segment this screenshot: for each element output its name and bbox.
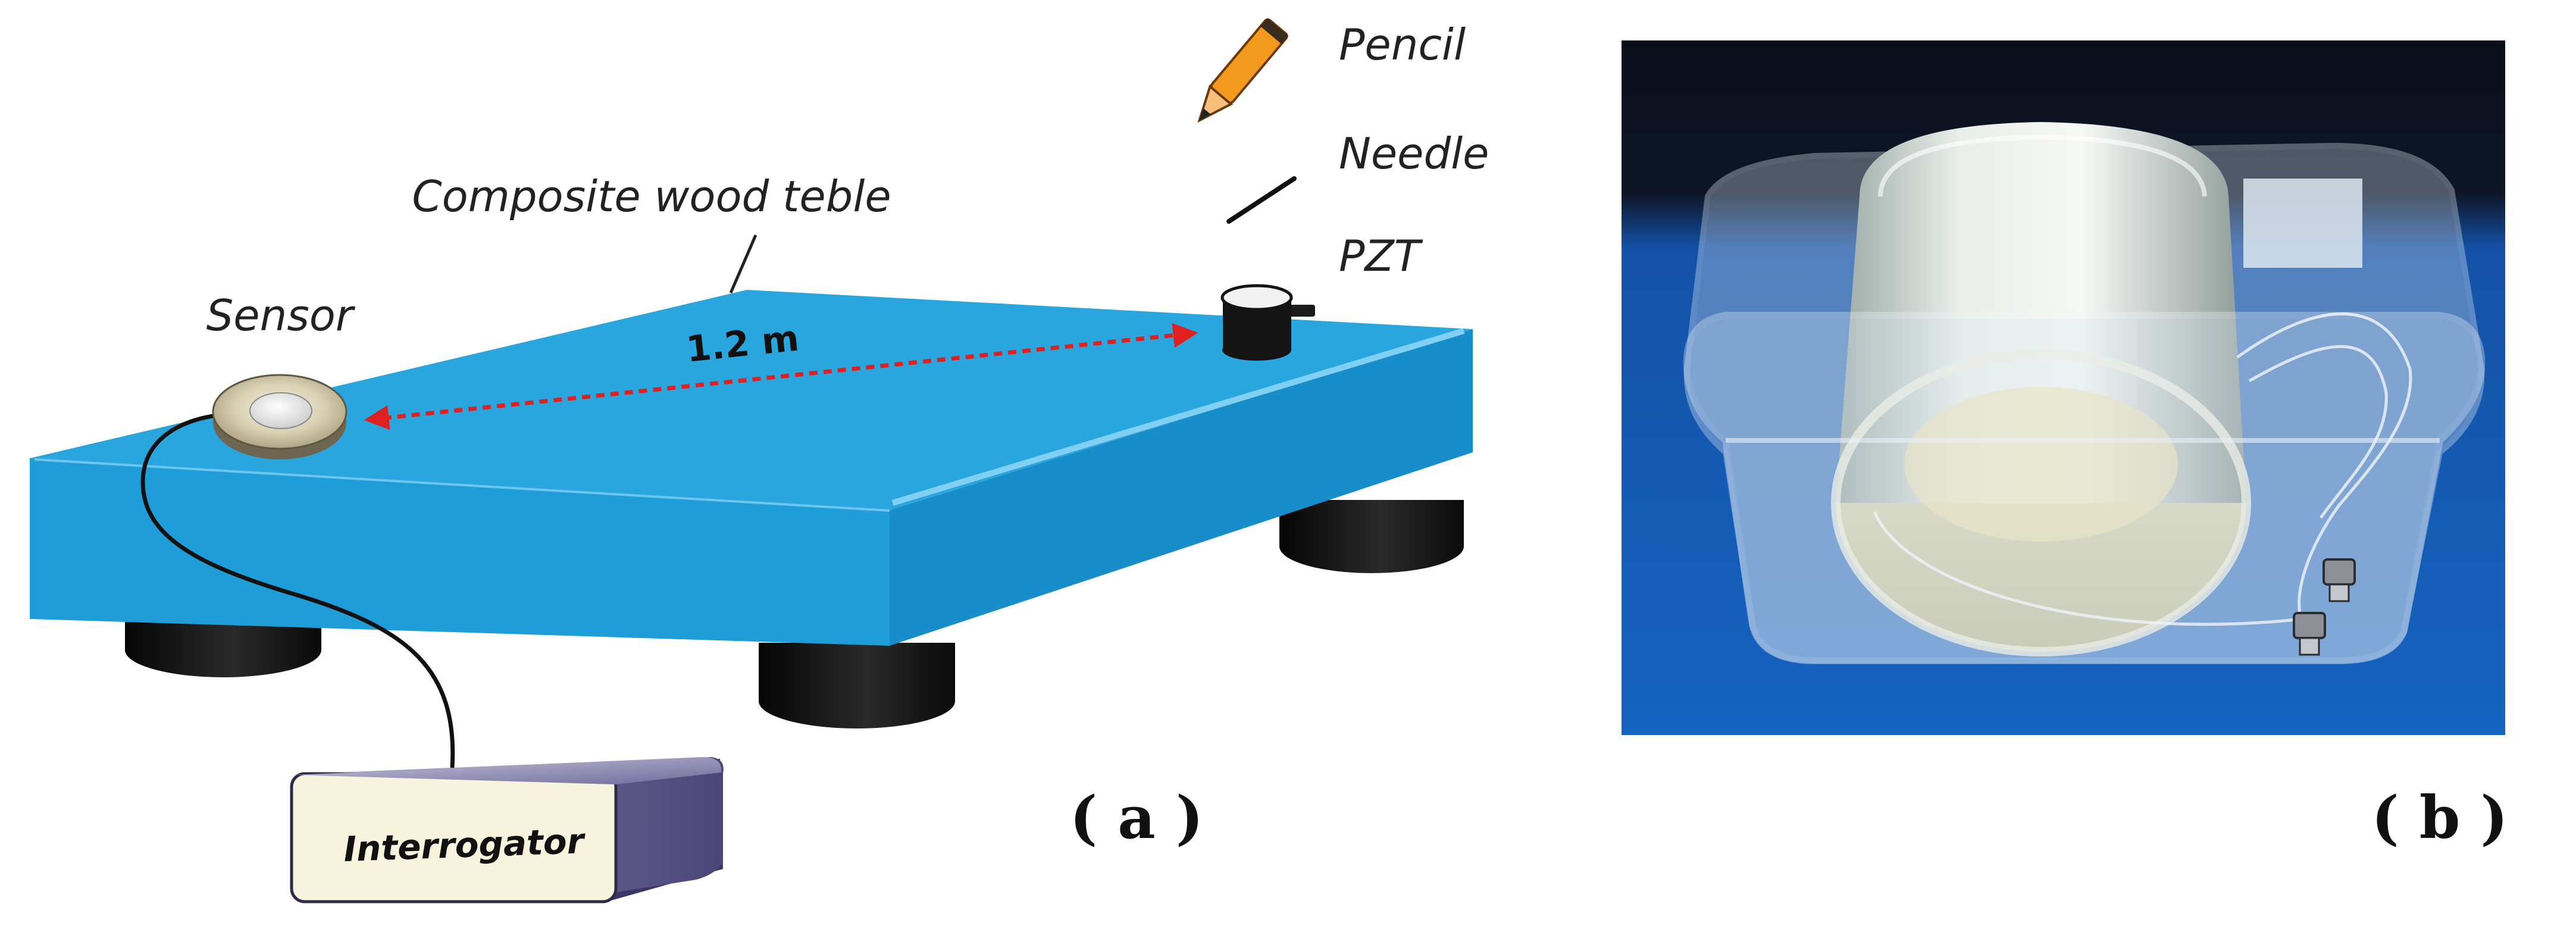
table-legs — [125, 500, 1464, 728]
photo-fiber-spool-in-container — [1622, 40, 2505, 735]
fiber-loops — [1873, 312, 2412, 626]
legend-needle-label: Needle — [1339, 129, 1489, 179]
legend-pzt-label: PZT — [1339, 231, 1423, 281]
table-label-leader — [729, 234, 758, 293]
table-label: Composite wood teble — [412, 171, 891, 221]
sensor-cable — [140, 411, 455, 768]
panel-a: 1.2 m Interrogator Composite wood teble … — [30, 18, 1489, 903]
interrogator-box: Interrogator — [290, 757, 724, 903]
panel-b-label: ( b ) — [2371, 784, 2508, 852]
table-leg-front-right — [759, 643, 955, 728]
distance-arrow — [364, 323, 1198, 430]
pencil-icon — [1197, 18, 1289, 123]
pzt-transducer — [1220, 284, 1315, 361]
table-leg-back-right — [1279, 500, 1464, 573]
legend: Pencil Needle PZT — [1197, 18, 1489, 281]
panel-b: ( b ) — [1622, 40, 2508, 852]
table-leg-front-left — [125, 622, 321, 677]
fiber-spool — [1831, 122, 2251, 656]
fiber-sensor — [212, 374, 348, 459]
table-side-edge — [890, 329, 1473, 646]
interrogator-label: Interrogator — [343, 821, 586, 870]
panel-a-label: ( a ) — [1070, 784, 1203, 852]
needle-icon — [1226, 176, 1297, 224]
table-front-edge — [30, 458, 890, 646]
legend-pencil-label: Pencil — [1339, 20, 1466, 70]
fiber-connectors — [2293, 558, 2356, 656]
sensor-label: Sensor — [206, 290, 356, 340]
